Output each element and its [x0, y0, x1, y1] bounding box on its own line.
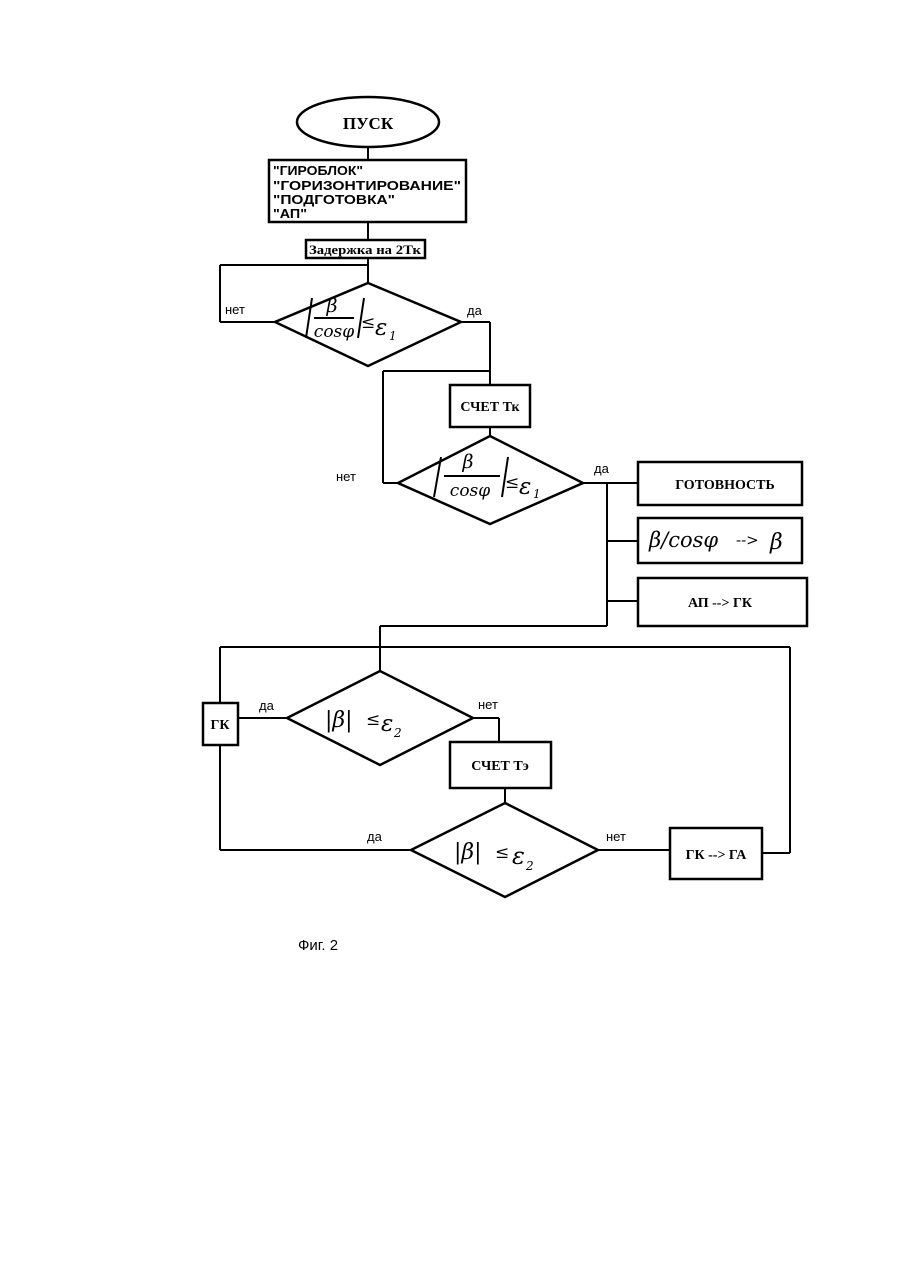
decision-3-epsilon: ε: [381, 711, 393, 737]
figure-caption: Фиг. 2: [298, 937, 338, 954]
decision-1-no-label: нет: [225, 302, 245, 317]
gk-label: ГК: [210, 718, 230, 733]
decision-2-no-label: нет: [336, 469, 356, 484]
assign-lhs: β/cosφ: [648, 528, 718, 552]
decision-2-relation: ≤: [505, 473, 519, 493]
init-line-2: "ГОРИЗОНТИРОВАНИЕ": [273, 178, 461, 193]
decision-1-yes-label: да: [467, 303, 483, 318]
decision-4-epsilon-sub: 2: [525, 859, 534, 873]
decision-4-lhs: |β|: [454, 840, 482, 865]
decision-3-lhs: |β|: [325, 708, 353, 733]
decision-2-epsilon: ε: [519, 474, 531, 500]
decision-3-epsilon-sub: 2: [393, 726, 402, 740]
decision-3-yes-label: да: [259, 698, 275, 713]
decision-1-epsilon-sub: 1: [389, 329, 397, 343]
ap-gk-label: АП --> ГК: [688, 596, 753, 611]
ready-label: ГОТОВНОСТЬ: [675, 478, 774, 493]
decision-1-epsilon: ε: [375, 315, 387, 341]
decision-3-relation: ≤: [366, 710, 380, 730]
decision-4-no-label: нет: [606, 829, 626, 844]
assign-rhs: β: [769, 530, 783, 555]
decision-3-no-label: нет: [478, 697, 498, 712]
delay-label: Задержка на 2Тк: [309, 242, 422, 257]
decision-2-denominator: cosφ: [450, 481, 490, 501]
decision-2-diamond: [398, 436, 583, 524]
gk-ga-label: ГК --> ГА: [686, 848, 748, 863]
start-label: ПУСК: [343, 114, 394, 133]
decision-4-relation: ≤: [495, 843, 509, 863]
init-line-3: "ПОДГОТОВКА": [273, 192, 395, 207]
decision-1-numerator: β: [326, 295, 338, 317]
count-tk-label: СЧЕТ Тк: [460, 400, 520, 415]
init-line-4: "АП": [273, 206, 307, 221]
decision-1-denominator: cosφ: [314, 322, 354, 342]
count-tz-label: СЧЕТ Тэ: [471, 759, 529, 774]
assign-arrow: -->: [736, 531, 759, 549]
decision-2-numerator: β: [462, 451, 474, 473]
decision-4-epsilon: ε: [512, 842, 525, 870]
decision-1-relation: ≤: [361, 313, 375, 333]
decision-2-yes-label: да: [594, 461, 610, 476]
decision-4-yes-label: да: [367, 829, 383, 844]
init-line-1: "ГИРОБЛОК": [273, 163, 363, 178]
decision-2-epsilon-sub: 1: [533, 487, 541, 501]
